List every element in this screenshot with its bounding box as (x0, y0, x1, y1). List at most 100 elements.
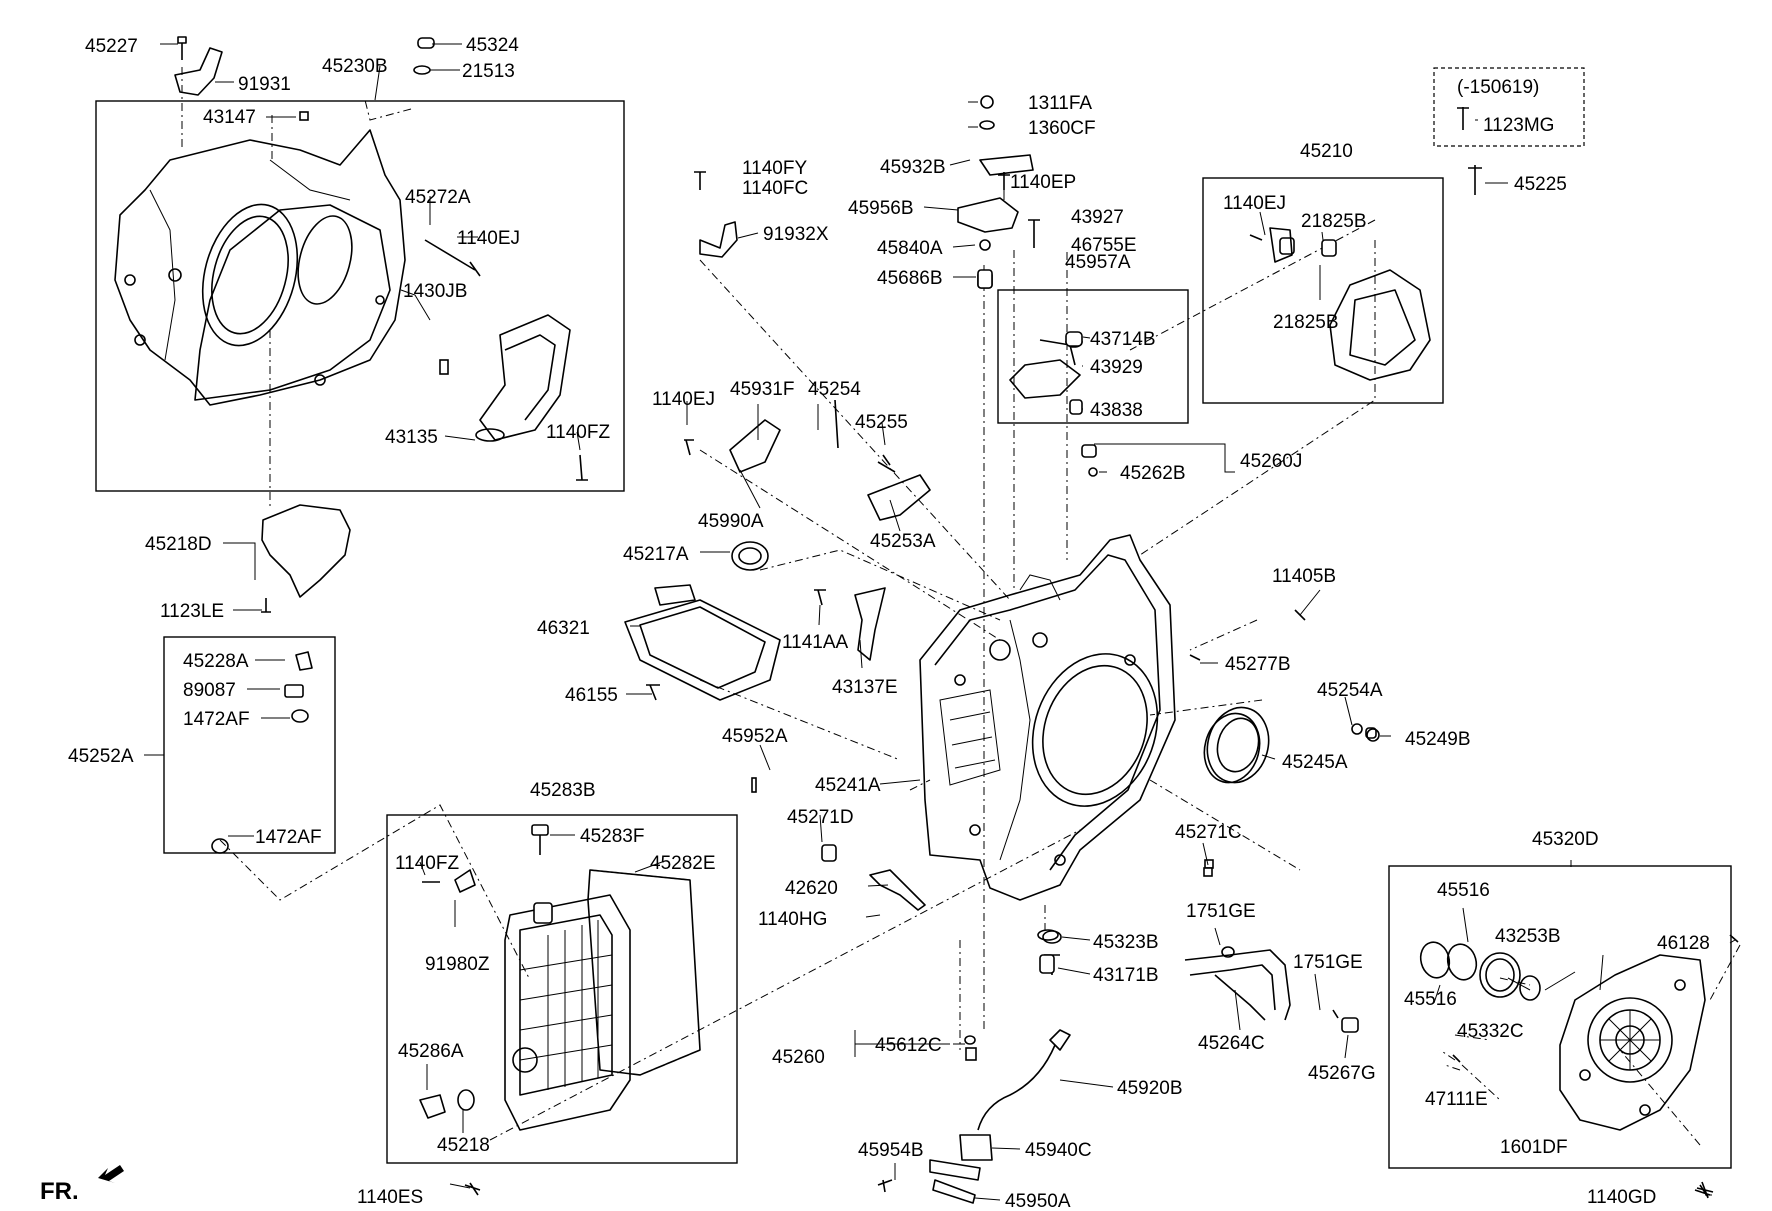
part-label[interactable]: 1751GE (1186, 901, 1256, 922)
part-label[interactable]: 45264C (1198, 1033, 1265, 1054)
part-label[interactable]: 45320D (1532, 829, 1599, 850)
part-label[interactable]: 1751GE (1293, 952, 1363, 973)
part-label[interactable]: 43147 (203, 107, 256, 128)
part-label[interactable]: 45956B (848, 198, 914, 219)
part-label[interactable]: 21825B (1301, 211, 1367, 232)
speed-sensor (929, 1029, 1071, 1204)
part-label[interactable]: 45840A (877, 238, 943, 259)
part-label[interactable]: 1140EJ (457, 228, 520, 249)
part-label[interactable]: 43171B (1093, 965, 1159, 986)
part-label[interactable]: 45230B (322, 56, 388, 77)
part-label[interactable]: 45254A (1317, 680, 1383, 701)
part-label[interactable]: 43927 (1071, 207, 1124, 228)
part-label[interactable]: 21825B (1273, 312, 1339, 333)
part-label[interactable]: 45920B (1117, 1078, 1183, 1099)
part-label[interactable]: 45612C (875, 1035, 942, 1056)
part-label[interactable]: 45283B (530, 780, 596, 801)
pipe-45264C (1184, 946, 1291, 1021)
part-label[interactable]: 45283F (580, 826, 644, 847)
part-label[interactable]: 46155 (565, 685, 618, 706)
part-label[interactable]: 46128 (1657, 933, 1710, 954)
part-label[interactable]: 1311FA (1028, 93, 1092, 114)
part-label[interactable]: 1360CF (1028, 118, 1096, 139)
part-label[interactable]: 45252A (68, 746, 134, 767)
part-label[interactable]: 43714B (1090, 329, 1156, 350)
part-label[interactable]: 1140EJ (652, 389, 715, 410)
part-label[interactable]: 11405B (1272, 566, 1336, 587)
part-label[interactable]: 43929 (1090, 357, 1143, 378)
part-label[interactable]: 46321 (537, 618, 590, 639)
part-label[interactable]: 1141AA (782, 632, 849, 653)
part-label[interactable]: 1140FC (742, 178, 808, 199)
part-label[interactable]: 45225 (1514, 174, 1567, 195)
part-label[interactable]: 45282E (650, 853, 716, 874)
detent-assembly (729, 399, 931, 521)
version-note-box (1433, 67, 1585, 147)
part-label[interactable]: 21513 (462, 61, 515, 82)
part-label[interactable]: 45940C (1025, 1140, 1092, 1161)
part-label[interactable]: 1123MG (1483, 115, 1554, 136)
part-label[interactable]: 43135 (385, 427, 438, 448)
part-label[interactable]: 91980Z (425, 954, 490, 975)
part-label[interactable]: 43253B (1495, 926, 1561, 947)
part-label[interactable]: 45228A (183, 651, 249, 672)
part-label[interactable]: 45931F (730, 379, 794, 400)
part-label[interactable]: 91931 (238, 74, 291, 95)
part-label[interactable]: (-150619) (1457, 77, 1539, 98)
part-label[interactable]: 45227 (85, 36, 138, 57)
part-label[interactable]: 1472AF (255, 827, 322, 848)
part-label[interactable]: 45952A (722, 726, 788, 747)
part-label[interactable]: 45932B (880, 157, 946, 178)
part-label[interactable]: 46755E (1071, 235, 1137, 256)
part-label[interactable]: 45516 (1437, 880, 1490, 901)
part-label[interactable]: 47111E (1425, 1089, 1488, 1110)
part-label[interactable]: 1123LE (160, 601, 224, 622)
part-label[interactable]: 45271C (1175, 822, 1242, 843)
part-label[interactable]: 45218D (145, 534, 212, 555)
part-label[interactable]: 42620 (785, 878, 838, 899)
part-label[interactable]: 45210 (1300, 141, 1353, 162)
part-label[interactable]: 45218 (437, 1135, 490, 1156)
part-label[interactable]: 45267G (1308, 1063, 1376, 1084)
part-label[interactable]: 45254 (808, 379, 861, 400)
part-label[interactable]: 45253A (870, 531, 936, 552)
part-label[interactable]: 43137E (832, 677, 898, 698)
part-label[interactable]: 1601DF (1500, 1137, 1568, 1158)
part-label[interactable]: 45954B (858, 1140, 924, 1161)
part-label[interactable]: 1140EJ (1223, 193, 1286, 214)
transaxle-case (919, 534, 1176, 901)
part-label[interactable]: 45241A (815, 775, 881, 796)
part-label[interactable]: 1140HG (758, 909, 827, 930)
part-label[interactable]: 45332C (1457, 1021, 1524, 1042)
manual-lever (957, 154, 1034, 289)
part-label[interactable]: 45286A (398, 1041, 464, 1062)
part-label[interactable]: 1140FY (742, 158, 807, 179)
part-label[interactable]: 45217A (623, 544, 689, 565)
part-label[interactable]: 1140EP (1010, 172, 1076, 193)
part-label[interactable]: 45260 (772, 1047, 825, 1068)
part-label[interactable]: 45950A (1005, 1191, 1071, 1211)
part-label[interactable]: 89087 (183, 680, 236, 701)
part-label[interactable]: 45324 (466, 35, 519, 56)
part-label[interactable]: 1430JB (403, 281, 467, 302)
part-label[interactable]: 1140FZ (546, 422, 610, 443)
part-label[interactable]: 45245A (1282, 752, 1348, 773)
part-label[interactable]: 45957A (1065, 252, 1131, 273)
part-label[interactable]: 1472AF (183, 709, 250, 730)
part-label[interactable]: 45272A (405, 187, 471, 208)
part-label[interactable]: 45260J (1240, 451, 1302, 472)
part-label[interactable]: 45686B (877, 268, 943, 289)
part-label[interactable]: 1140FZ (395, 853, 459, 874)
part-label[interactable]: 45323B (1093, 932, 1159, 953)
part-label[interactable]: 45249B (1405, 729, 1471, 750)
part-label[interactable]: 45262B (1120, 463, 1186, 484)
part-label[interactable]: 1140ES (357, 1187, 423, 1208)
part-label[interactable]: 45255 (855, 412, 908, 433)
part-label[interactable]: 45516 (1404, 989, 1457, 1010)
part-label[interactable]: 43838 (1090, 400, 1143, 421)
part-label[interactable]: 45277B (1225, 654, 1291, 675)
part-label[interactable]: 45990A (698, 511, 764, 532)
part-label[interactable]: 45271D (787, 807, 854, 828)
part-label[interactable]: 91932X (763, 224, 829, 245)
part-label[interactable]: 1140GD (1587, 1187, 1656, 1208)
